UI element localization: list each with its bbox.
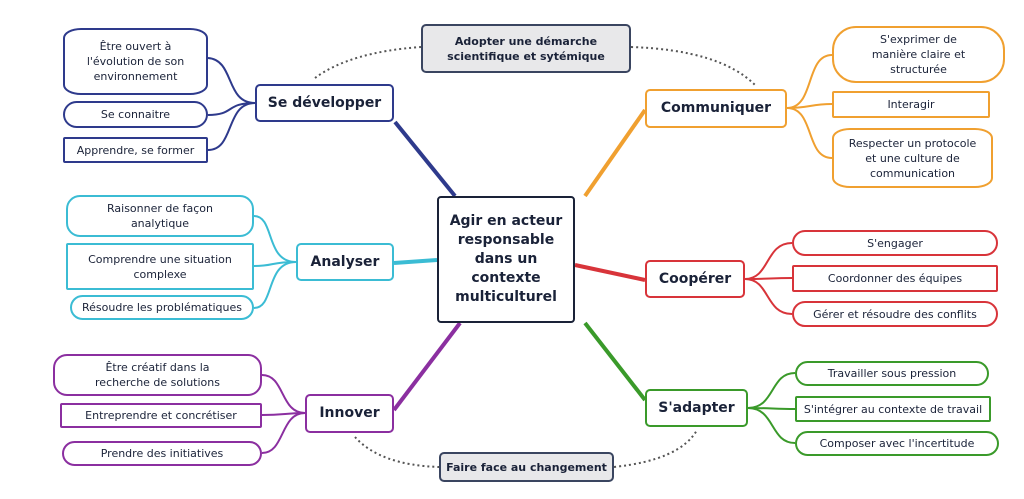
subtopic[interactable]: S'intégrer au contexte de travail <box>795 396 991 422</box>
subtopic[interactable]: Être ouvert à l'évolution de son environ… <box>63 28 208 95</box>
dotted-link <box>354 436 440 468</box>
subtopic[interactable]: Raisonner de façon analytique <box>66 195 254 237</box>
main-link <box>393 258 438 265</box>
dotted-link <box>630 46 756 86</box>
branch-se-developper[interactable]: Se développer <box>255 84 394 122</box>
subtopic[interactable]: Se connaitre <box>63 101 208 128</box>
subtopic[interactable]: Travailler sous pression <box>795 361 989 386</box>
subtopic[interactable]: Composer avec l'incertitude <box>795 431 999 456</box>
subtopic[interactable]: Prendre des initiatives <box>62 441 262 466</box>
subtopic[interactable]: Interagir <box>832 91 990 118</box>
main-link <box>392 321 462 412</box>
main-link <box>574 263 646 282</box>
bridge-bottom[interactable]: Faire face au changement <box>439 452 614 482</box>
branch-communiquer[interactable]: Communiquer <box>645 89 787 128</box>
subtopic[interactable]: Respecter un protocole et une culture de… <box>832 128 993 188</box>
subtopic[interactable]: Comprendre une situation complexe <box>66 243 254 290</box>
dotted-link <box>613 429 698 468</box>
subtopic[interactable]: S'engager <box>792 230 998 256</box>
subtopic[interactable]: S'exprimer de manière claire et structur… <box>832 26 1005 83</box>
branch-innover[interactable]: Innover <box>305 394 394 433</box>
main-link <box>583 321 647 402</box>
branch-cooperer[interactable]: Coopérer <box>645 260 745 298</box>
subtopic[interactable]: Être créatif dans la recherche de soluti… <box>53 354 262 396</box>
subtopic[interactable]: Entreprendre et concrétiser <box>60 403 262 428</box>
subtopic[interactable]: Résoudre les problématiques <box>70 295 254 320</box>
dotted-link <box>314 46 422 79</box>
main-link <box>393 120 457 198</box>
bridge-top[interactable]: Adopter une démarche scientifique et syt… <box>421 24 631 73</box>
subtopic[interactable]: Gérer et résoudre des conflits <box>792 301 998 327</box>
branch-s-adapter[interactable]: S'adapter <box>645 389 748 427</box>
central-topic[interactable]: Agir en acteur responsable dans un conte… <box>437 196 575 323</box>
branch-analyser[interactable]: Analyser <box>296 243 394 281</box>
main-link <box>583 108 647 198</box>
subtopic[interactable]: Apprendre, se former <box>63 137 208 163</box>
subtopic[interactable]: Coordonner des équipes <box>792 265 998 292</box>
